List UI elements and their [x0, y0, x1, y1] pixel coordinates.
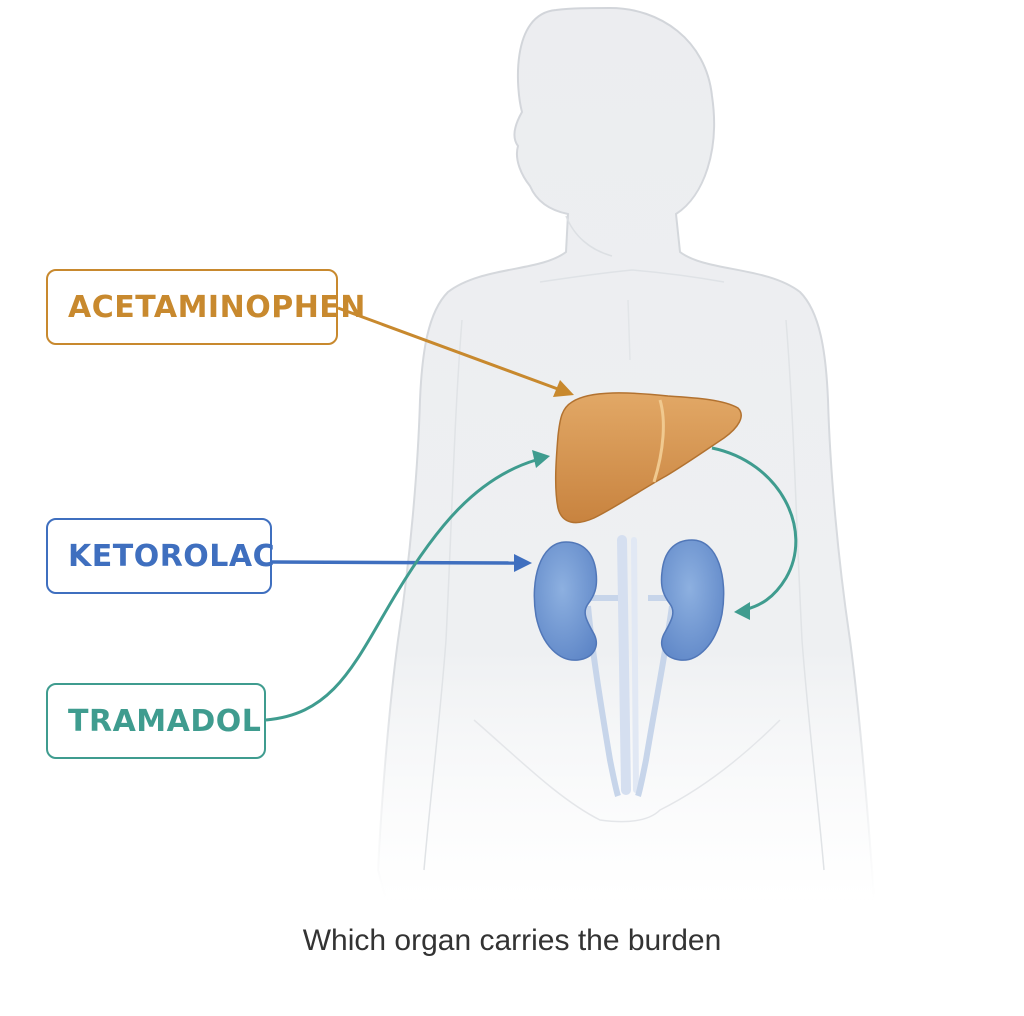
- right-arm-line: [785, 319, 825, 871]
- center-line: [627, 299, 631, 361]
- kidneys: [533, 539, 725, 661]
- tramadol-arrow-to-kidneys: [711, 446, 798, 620]
- acetaminophen-label: ACETAMINOPHEN: [68, 289, 366, 325]
- neck-line-left: [565, 215, 613, 257]
- caption: Which organ carries the burden: [302, 924, 722, 957]
- left-arm-line: [423, 319, 463, 871]
- ketorolac-arrow: [271, 554, 532, 572]
- aorta: [617, 535, 639, 795]
- collarbone: [539, 269, 725, 283]
- acetaminophen-arrow: [337, 306, 574, 397]
- right-kidney: [660, 539, 725, 661]
- liver: [554, 392, 742, 524]
- left-kidney: [533, 541, 598, 661]
- tramadol-label: TRAMADOL: [68, 703, 262, 739]
- acetaminophen-box: ACETAMINOPHEN: [46, 269, 365, 345]
- ketorolac-label: KETOROLAC: [68, 538, 276, 574]
- hip-line: [473, 719, 781, 823]
- liver-shape: [554, 392, 742, 524]
- tramadol-box: TRAMADOL: [46, 683, 266, 759]
- liver-lobe-line: [652, 399, 665, 483]
- ketorolac-box: KETOROLAC: [46, 518, 276, 594]
- tramadol-arrow-to-liver: [265, 450, 550, 722]
